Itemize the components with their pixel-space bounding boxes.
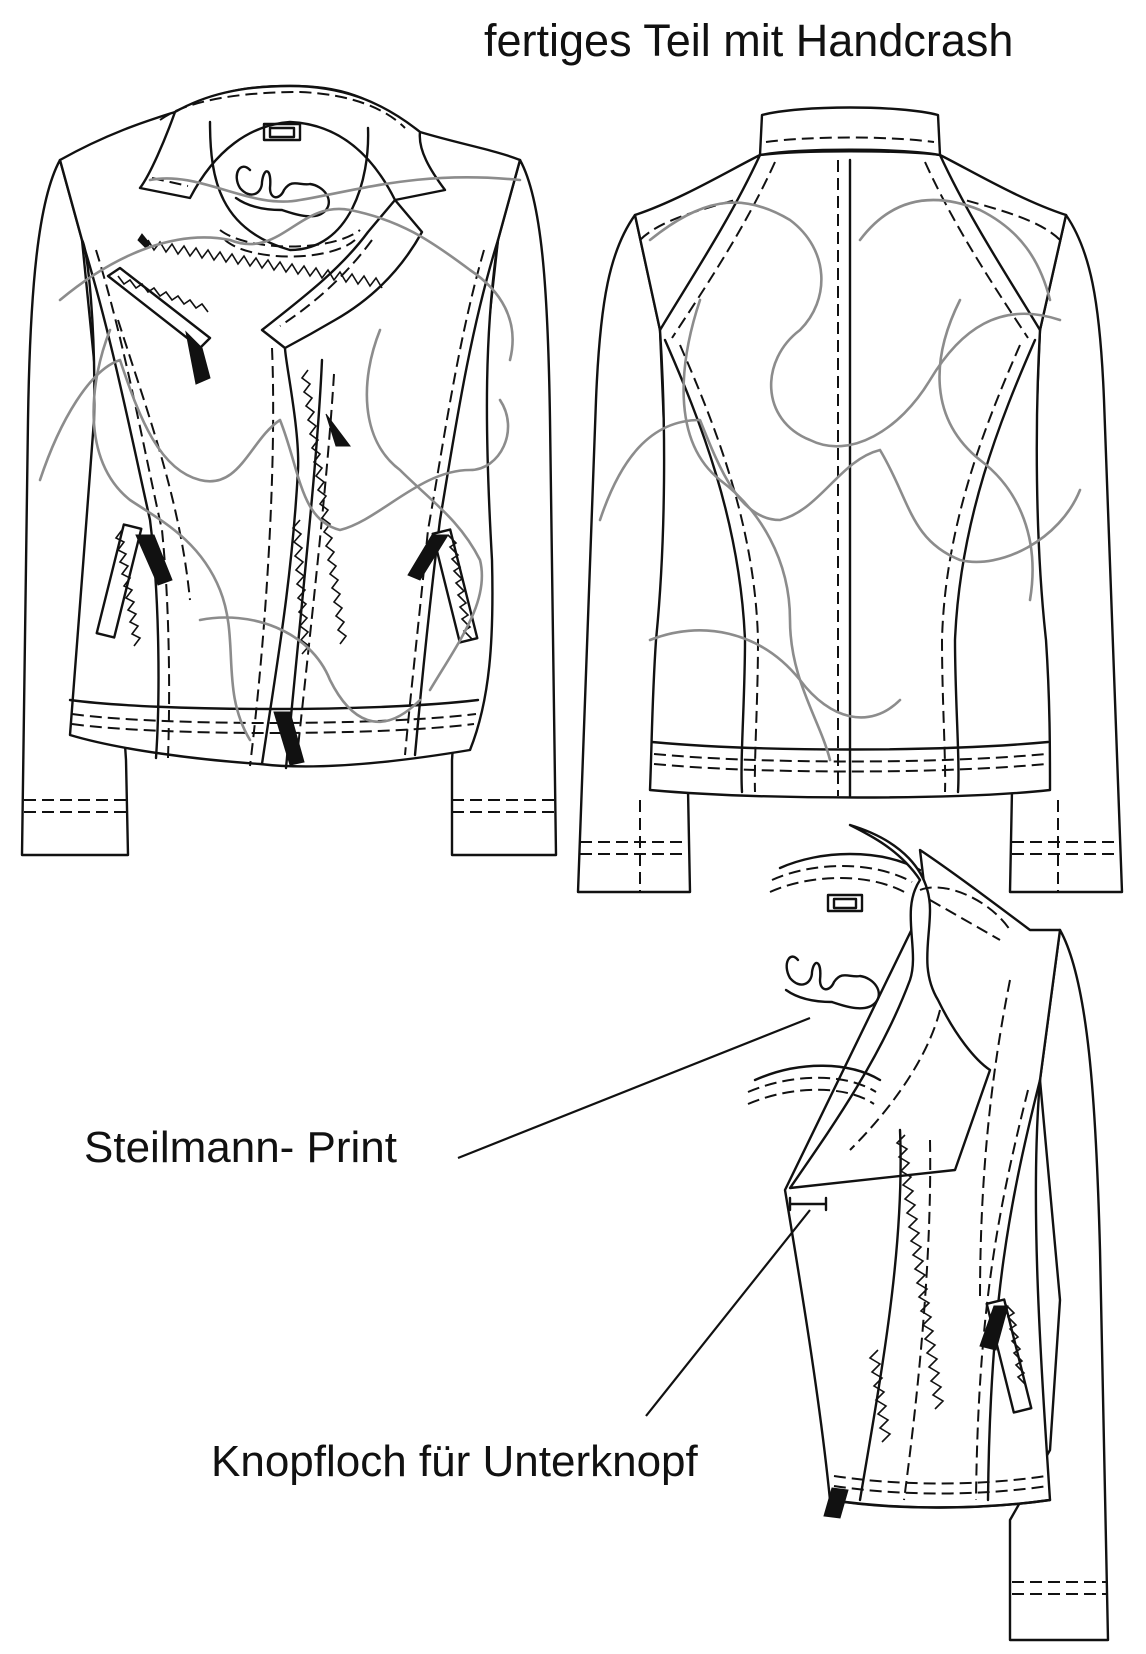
front-collar [138,84,447,202]
buttonhole-mark [788,1196,828,1212]
front-zip-puller-bottom [273,711,305,766]
front-diagonal-zipper [147,239,383,289]
detail-view [747,823,1110,1642]
detail-sleeve [1008,928,1110,1642]
front-chest-zip-puller [185,330,211,385]
buttonhole-leader-line [645,1209,811,1417]
detail-front-zipper [895,1134,945,1410]
detail-collar [788,823,992,1190]
print-callout-label: Steilmann- Print [84,1123,398,1172]
front-chest-pocket [106,266,212,350]
front-left-lower-pocket [95,523,143,639]
front-view [20,84,558,857]
front-zip-puller-top [325,413,351,447]
back-view [576,106,1124,894]
diagram-title: fertiges Teil mit Handcrash [484,15,1014,66]
print-leader-line [457,1016,811,1160]
detail-print-logo [784,955,881,1010]
back-collar [758,106,942,157]
buttonhole-callout-label: Knopfloch für Unterknopf [211,1437,698,1486]
detail-zip-puller [823,1487,849,1519]
